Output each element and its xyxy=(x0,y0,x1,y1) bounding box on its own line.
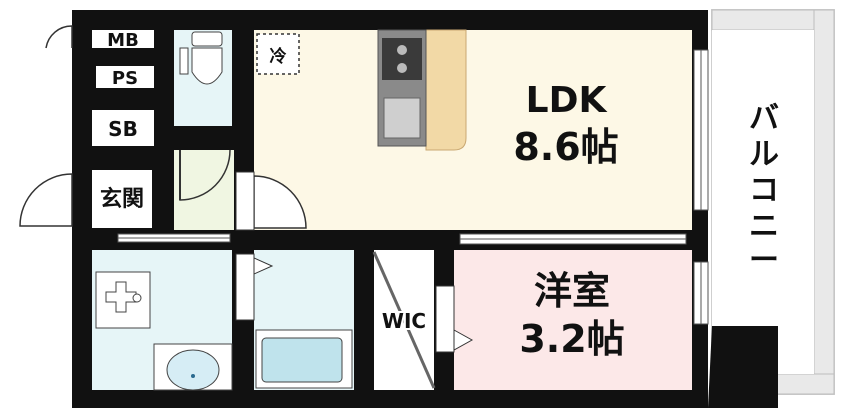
balcony xyxy=(708,9,835,408)
ldk-door-swing xyxy=(253,175,307,229)
ps-closet xyxy=(96,66,154,88)
washbasin-icon xyxy=(153,343,233,391)
fridge-space xyxy=(256,33,300,75)
mb-door-swing xyxy=(45,25,73,49)
bedroom-window xyxy=(693,261,709,325)
ps-label: PS xyxy=(112,68,138,89)
sink-icon xyxy=(383,97,421,139)
bedroom-door-marker xyxy=(453,329,474,351)
balcony-char: ル xyxy=(749,137,779,172)
stove-panel xyxy=(382,38,422,80)
bedroom-floor xyxy=(454,250,692,390)
ldk-size: 8.6帖 xyxy=(513,125,618,169)
ldk-name: LDK xyxy=(526,80,608,121)
bathroom-door xyxy=(235,253,255,321)
washing-machine-icon xyxy=(95,271,151,329)
mb-label: MB xyxy=(107,30,139,51)
ldk-window xyxy=(693,49,709,211)
hall-floor xyxy=(174,150,234,230)
balcony-char: コ xyxy=(749,173,779,208)
wic-shelf-line xyxy=(372,251,436,389)
toilet-icon xyxy=(191,47,223,85)
toilet-door-swing xyxy=(179,149,231,201)
entrance-floor xyxy=(92,170,152,228)
bathroom-door-marker xyxy=(253,257,274,275)
sliding-door-ldk-bedroom xyxy=(459,233,687,245)
sliding-door-entrance xyxy=(117,233,231,243)
balcony-inner xyxy=(712,30,814,374)
bedroom-name: 洋室 xyxy=(534,269,610,313)
entrance-label: 玄関 xyxy=(100,186,144,212)
ldk-door-jamb xyxy=(235,171,255,231)
sb-closet xyxy=(92,110,154,146)
toilet-tank xyxy=(191,31,223,47)
balcony-char: ー xyxy=(749,243,779,278)
sb-label: SB xyxy=(108,117,138,141)
burner-icon xyxy=(397,63,407,73)
bedroom-door-jamb xyxy=(435,285,455,353)
bathtub-icon xyxy=(255,329,353,389)
ldk-floor xyxy=(254,30,692,230)
bedroom-size: 3.2帖 xyxy=(519,317,624,361)
balcony-label: バ ル コ ニ ー xyxy=(749,101,779,278)
balcony-outer-corner xyxy=(708,326,778,408)
kitchen-counter xyxy=(425,29,467,151)
balcony-char: バ xyxy=(749,101,779,136)
front-door-swing xyxy=(19,173,73,227)
wic-label: WIC xyxy=(382,309,426,333)
balcony-rail-right xyxy=(813,9,835,395)
mb-closet xyxy=(92,30,154,48)
burner-icon xyxy=(397,45,407,55)
fridge-label: 冷 xyxy=(270,46,287,67)
toilet-remote-icon xyxy=(179,47,189,75)
balcony-char: ニ xyxy=(749,209,779,244)
